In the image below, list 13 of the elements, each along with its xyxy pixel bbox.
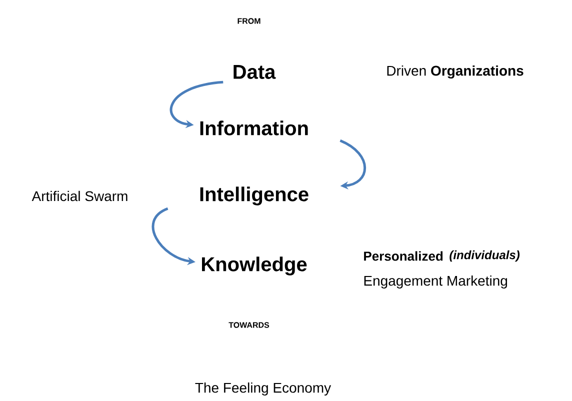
stage-word: Intelligence [200, 186, 308, 206]
curved-arrow [340, 139, 366, 190]
stage-word: Knowledge [202, 256, 307, 276]
label: Personalized [364, 251, 443, 261]
label: Driven Organizations [387, 65, 524, 79]
label: TOWARDS [228, 322, 270, 328]
stage-word: Data [234, 65, 276, 79]
label: FROM [238, 18, 260, 24]
label: The Feeling Economy [195, 382, 332, 396]
stage-word: Information [200, 120, 308, 136]
label: Engagement Marketing [364, 275, 508, 289]
label: Artificial Swarm [32, 190, 128, 202]
label: (individuals) [450, 250, 520, 262]
